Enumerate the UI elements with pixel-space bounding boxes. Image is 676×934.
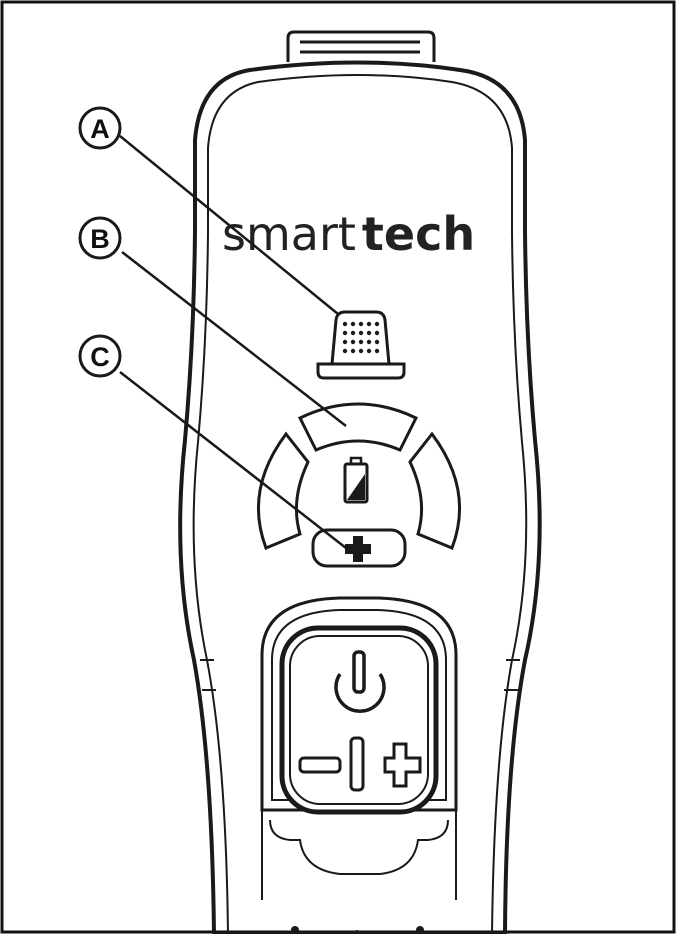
callout-a: A: [78, 106, 122, 150]
callout-c: C: [78, 334, 122, 378]
handle-inner-outline: [192, 74, 528, 934]
battery-icon: [343, 456, 369, 504]
divider-bar: [349, 736, 365, 792]
mode-segment-left: [256, 431, 310, 550]
lower-housing: [261, 810, 457, 900]
side-seams: [200, 659, 520, 691]
callout-c-letter: C: [90, 342, 110, 372]
callout-line-a: [119, 135, 339, 315]
callout-b: B: [78, 216, 122, 260]
power-icon: [334, 650, 386, 714]
boost-plus-indicator: [311, 528, 407, 568]
callout-line-b: [121, 251, 347, 427]
bottom-dots: [291, 926, 424, 934]
power-button[interactable]: [279, 625, 439, 815]
button-housing: [260, 596, 458, 812]
mode-indicator-ring: [256, 402, 462, 550]
callout-a-letter: A: [90, 114, 110, 144]
callout-lines: [119, 135, 347, 549]
minus-icon: [298, 756, 342, 774]
callout-line-c: [119, 371, 347, 549]
mode-segment-right: [408, 431, 462, 550]
plus-icon-horizontal: [345, 544, 371, 554]
mode-segment-top: [297, 402, 419, 452]
handle-outer-outline: [178, 60, 542, 934]
plus-icon: [383, 742, 422, 788]
brush-head-icon: [316, 310, 406, 380]
top-connector: [286, 30, 436, 62]
callout-b-letter: B: [90, 224, 110, 254]
